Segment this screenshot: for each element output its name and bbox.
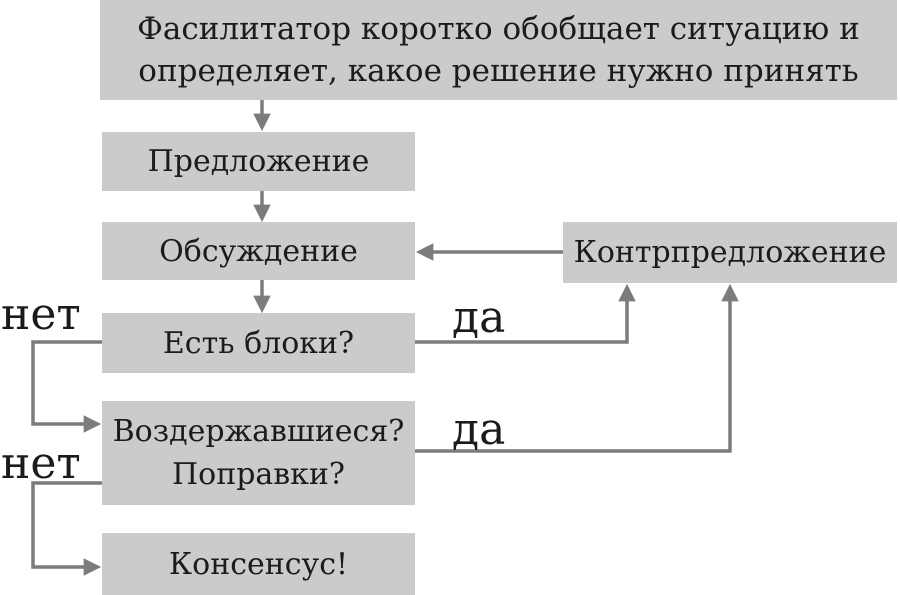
node-proposal: Предложение — [102, 132, 415, 191]
edge-label-abstain-no: нет — [1, 438, 81, 489]
node-blocks-label: Есть блоки? — [162, 325, 355, 361]
node-facilitator-line2: определяет, какое решение нужно принять — [138, 53, 859, 89]
node-counterproposal: Контрпредложение — [563, 222, 897, 283]
node-facilitator: Фасилитатор коротко обобщает ситуацию и … — [100, 0, 897, 100]
arrow-blocks-no-to-abstain — [31, 340, 102, 433]
node-abstain-line1: Воздержавшиеся? — [112, 414, 405, 449]
node-discussion: Обсуждение — [102, 222, 415, 280]
arrow-blocks-yes-to-counter — [415, 283, 636, 344]
node-counterproposal-label: Контрпредложение — [573, 235, 887, 270]
node-facilitator-line1: Фасилитатор коротко обобщает ситуацию и — [137, 11, 860, 47]
node-consensus: Консенсус! — [102, 533, 415, 595]
edge-label-blocks-no: нет — [1, 289, 81, 340]
edge-label-blocks-yes: да — [452, 292, 506, 343]
edge-label-abstain-yes: да — [452, 404, 506, 455]
arrow-abstain-yes-to-counter — [413, 283, 739, 453]
node-discussion-label: Обсуждение — [159, 233, 358, 269]
node-abstain-line2: Поправки? — [171, 457, 346, 492]
node-proposal-label: Предложение — [147, 144, 370, 179]
node-blocks-question: Есть блоки? — [102, 313, 415, 373]
node-abstain-question: Воздержавшиеся? Поправки? — [102, 401, 415, 505]
node-consensus-label: Консенсус! — [168, 546, 349, 582]
arrow-abstain-no-to-consensus — [31, 481, 102, 576]
